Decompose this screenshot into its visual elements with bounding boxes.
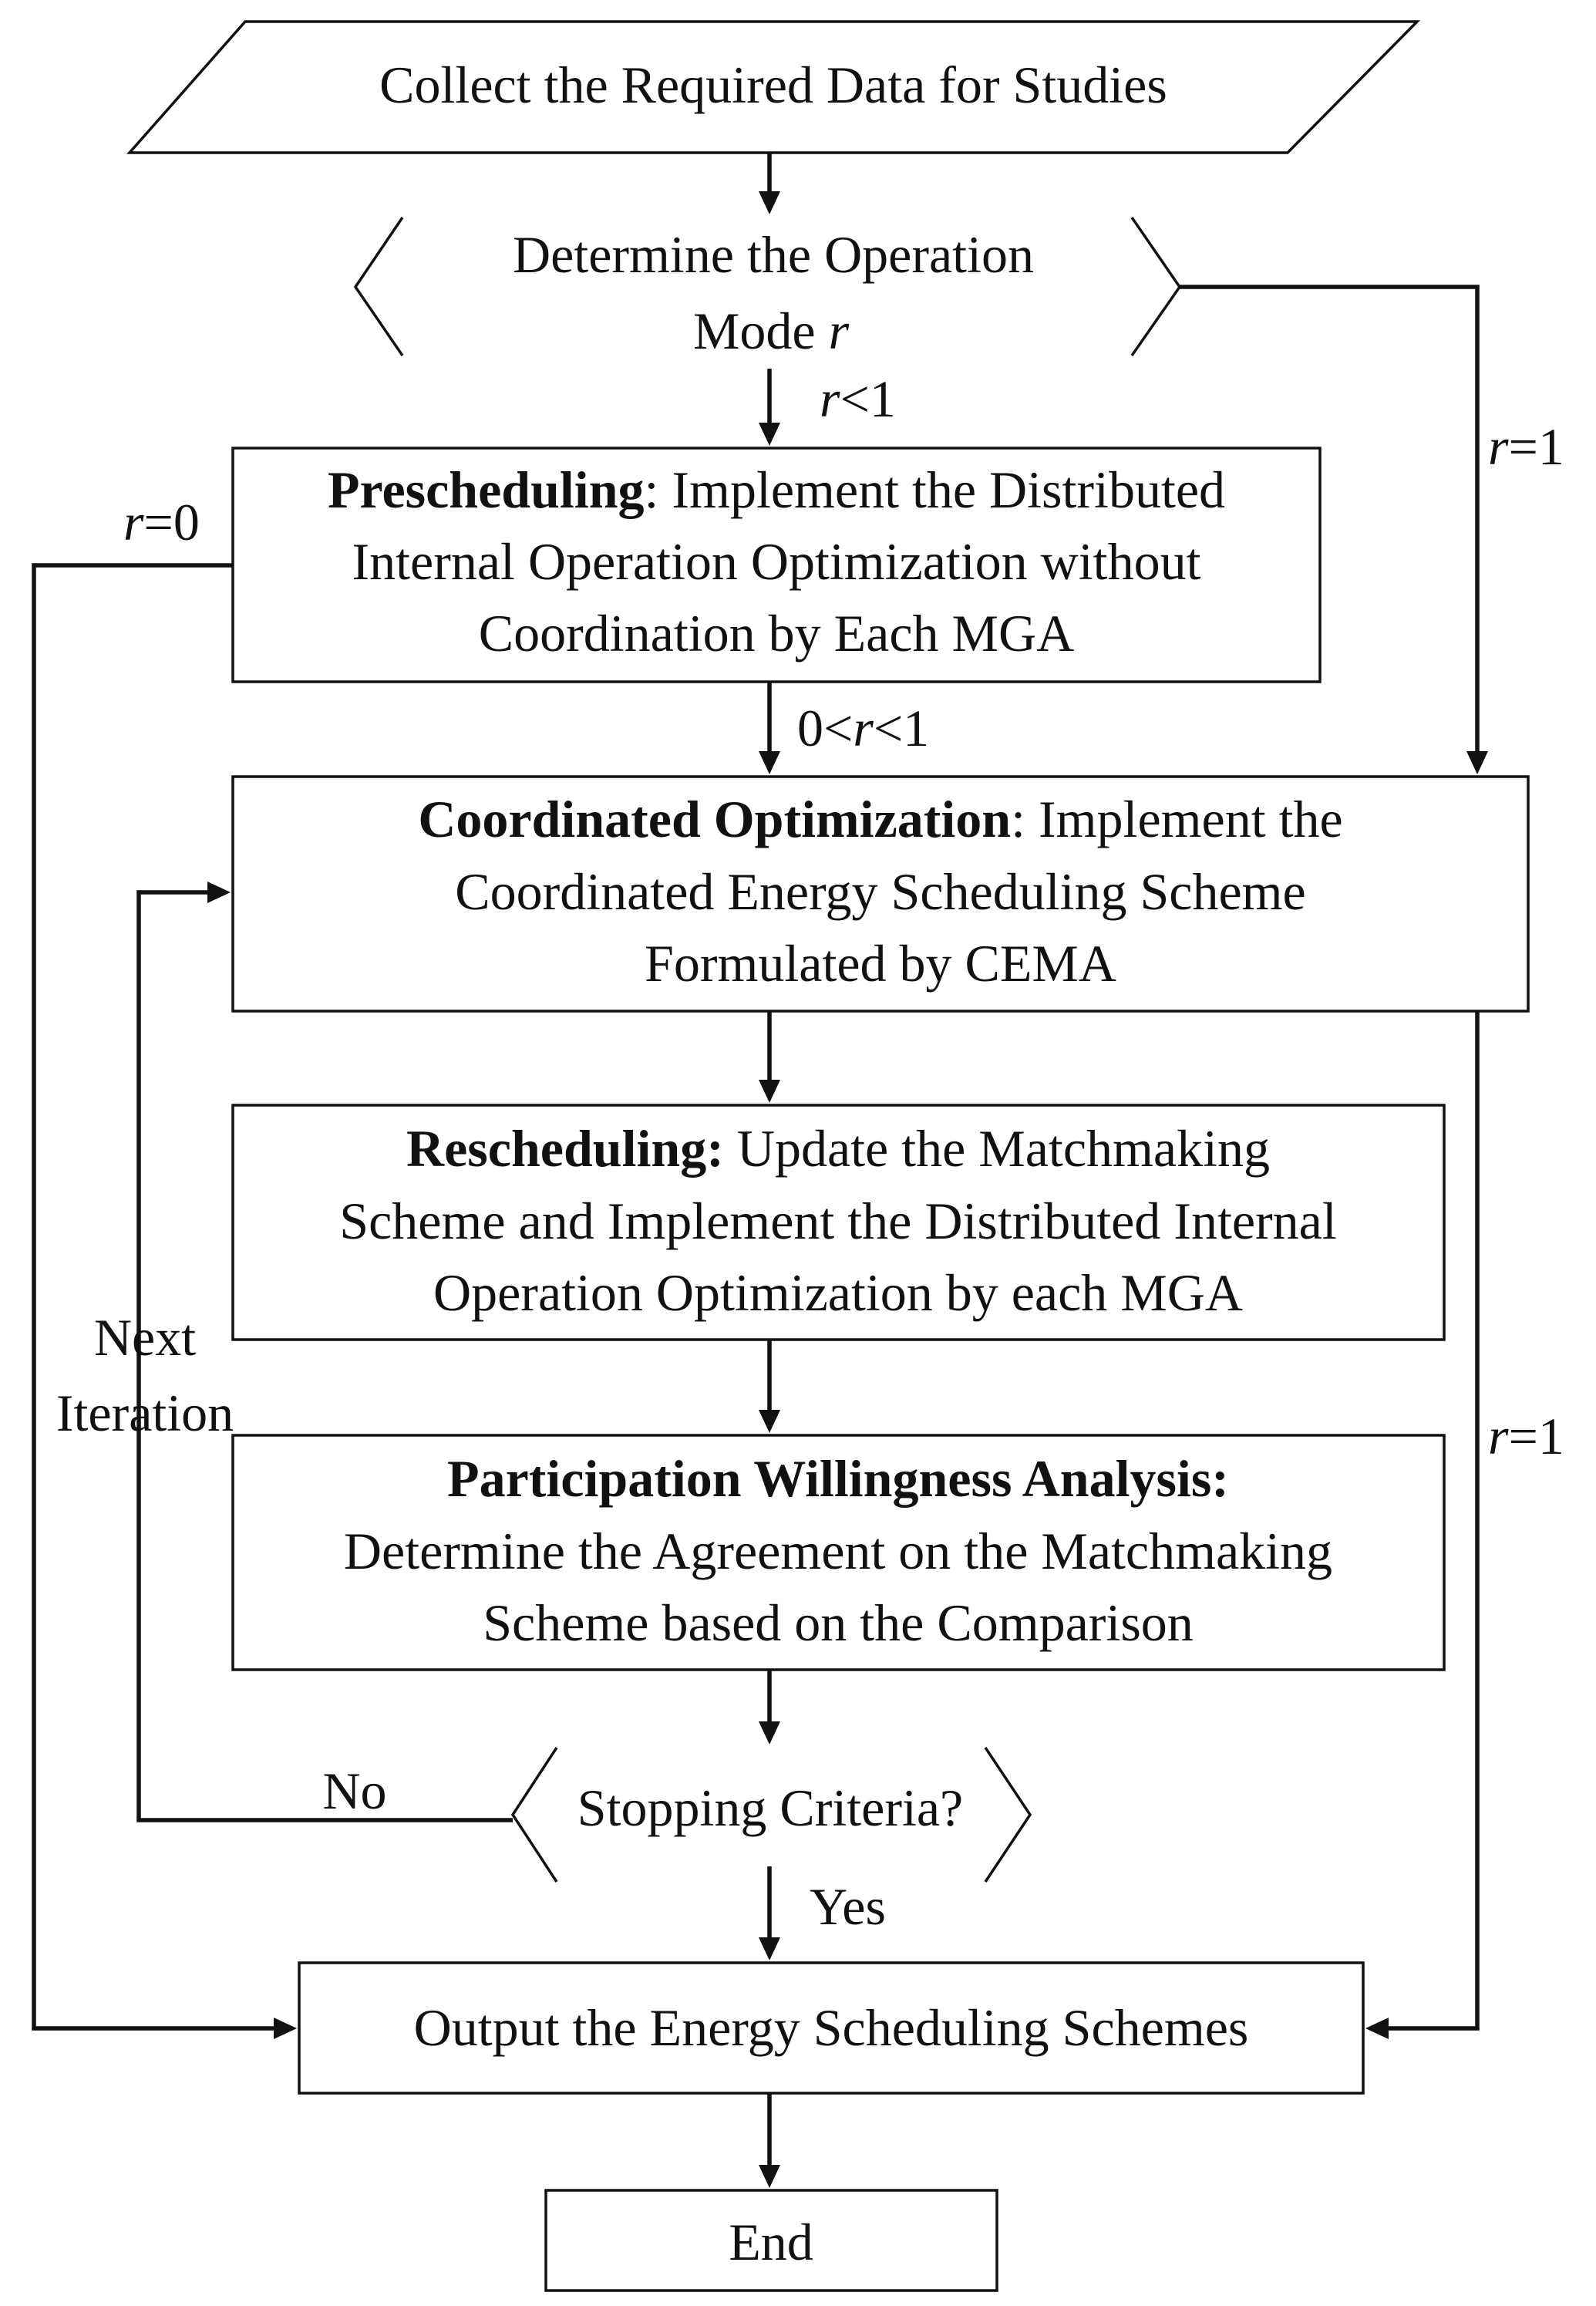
prescheduling-line3: Coordination by Each MGA [479,604,1074,662]
arrowhead [759,1410,780,1433]
determine-mode-line2: Mode r [693,302,850,360]
label-no: No [322,1762,386,1820]
end-text: End [729,2213,813,2271]
participation-line3: Scheme based on the Comparison [483,1593,1194,1652]
arrowhead [759,423,780,446]
rescheduling-line2: Scheme and Implement the Distributed Int… [339,1192,1337,1250]
label-iteration: Iteration [56,1384,234,1442]
arrowhead [759,1937,780,1960]
output-box [298,1961,1365,2095]
determine-mode-left-bracket [353,217,404,356]
rescheduling-line1: Rescheduling: Update the Matchmaking [406,1119,1270,1178]
collect-data-text: Collect the Required Data for Studies [379,56,1167,114]
arrowhead [274,2018,297,2039]
arrowhead [759,1080,780,1103]
coordinated-optimization-box [231,775,1530,1013]
prescheduling-line2: Internal Operation Optimization without [352,532,1201,591]
label-yes: Yes [810,1877,886,1936]
arrow-r-eq-0-bypass [32,563,274,2031]
coordinated-line3: Formulated by CEMA [645,934,1116,993]
coordinated-line1: Coordinated Optimization: Implement the [418,790,1342,848]
arrowhead [759,751,780,774]
label-zero-lt-r-lt-1: 0<r<1 [797,699,929,757]
stopping-criteria-left-bracket [510,1747,558,1883]
participation-box [231,1434,1446,1671]
arrowhead [207,882,231,903]
label-next: Next [94,1308,196,1367]
end-box [544,2189,998,2292]
arrowhead [759,191,780,214]
arrow-r-eq-1-bypass [1180,285,1480,751]
determine-mode-right-bracket [1130,217,1182,357]
arrow-r-eq-1-to-output [1389,1011,1480,2031]
arrow-next-iteration-loop [136,890,513,1822]
stopping-criteria-right-bracket [984,1747,1032,1883]
arrowhead [759,2165,780,2188]
rescheduling-box [231,1104,1446,1341]
collect-data-parallelogram [126,20,1421,154]
participation-line2: Determine the Agreement on the Matchmaki… [344,1522,1332,1580]
stopping-criteria-text: Stopping Criteria? [577,1778,963,1837]
rescheduling-line3: Operation Optimization by each MGA [433,1263,1243,1322]
output-text: Output the Energy Scheduling Schemes [414,1998,1249,2057]
label-r-equals-0: r=0 [123,493,200,551]
participation-line1: Participation Willingness Analysis: [447,1449,1229,1508]
coordinated-line2: Coordinated Energy Scheduling Scheme [455,862,1306,921]
prescheduling-line1: Prescheduling: Implement the Distributed [328,460,1225,519]
determine-mode-line1: Determine the Operation [513,225,1034,284]
arrowhead [1466,751,1488,774]
arrowhead [1365,2018,1389,2039]
arrowhead [759,1721,780,1745]
label-r-equals-1-bottom: r=1 [1488,1407,1564,1465]
label-r-less-than-1: r<1 [820,369,896,428]
label-r-equals-1-top: r=1 [1488,417,1564,476]
